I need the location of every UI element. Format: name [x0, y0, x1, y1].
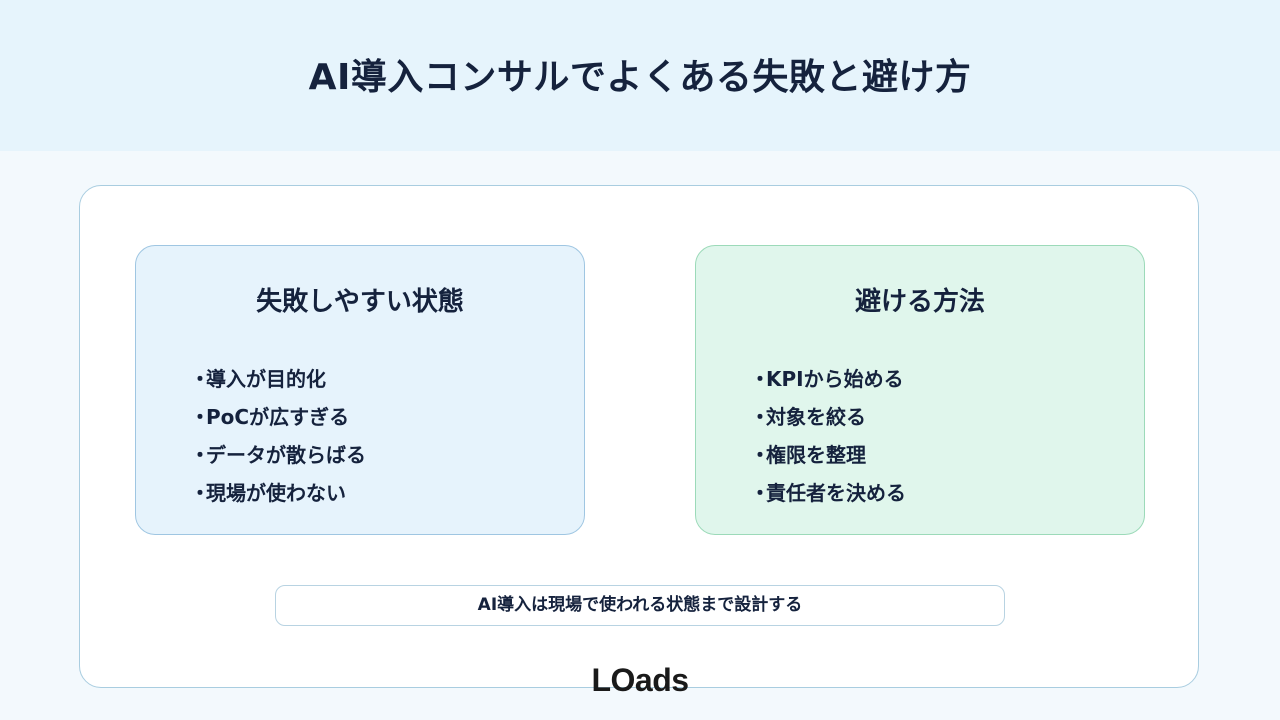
- solution-item-label: 責任者を決める: [766, 481, 906, 505]
- failure-panel: 失敗しやすい状態 ・導入が目的化 ・PoCが広すぎる ・データが散らばる ・現場…: [135, 245, 585, 535]
- list-item: ・権限を整理: [750, 436, 906, 474]
- header-band: [0, 0, 1280, 151]
- failure-panel-title: 失敗しやすい状態: [256, 287, 464, 317]
- list-item: ・責任者を決める: [750, 474, 906, 512]
- bullet-dot: ・: [190, 405, 210, 429]
- list-item: ・KPIから始める: [750, 360, 906, 398]
- solution-list: ・KPIから始める ・対象を絞る ・権限を整理 ・責任者を決める: [750, 360, 906, 512]
- list-item: ・データが散らばる: [190, 436, 366, 474]
- failure-item-label: PoCが広すぎる: [206, 405, 350, 429]
- solution-panel-title: 避ける方法: [854, 287, 985, 317]
- solution-panel: 避ける方法 ・KPIから始める ・対象を絞る ・権限を整理 ・責任者を決める: [695, 245, 1145, 535]
- solution-item-label: KPIから始める: [766, 367, 904, 391]
- loads-logo: LOads: [591, 662, 689, 698]
- list-item: ・PoCが広すぎる: [190, 398, 366, 436]
- bullet-dot: ・: [750, 443, 770, 467]
- failure-item-label: 現場が使わない: [206, 481, 346, 505]
- bullet-dot: ・: [190, 443, 210, 467]
- bullet-dot: ・: [190, 367, 210, 391]
- list-item: ・導入が目的化: [190, 360, 366, 398]
- list-item: ・現場が使わない: [190, 474, 366, 512]
- failure-item-label: 導入が目的化: [206, 367, 326, 391]
- bullet-dot: ・: [750, 367, 770, 391]
- solution-item-label: 対象を絞る: [766, 405, 866, 429]
- failure-list: ・導入が目的化 ・PoCが広すぎる ・データが散らばる ・現場が使わない: [190, 360, 366, 512]
- summary-box: AI導入は現場で使われる状態まで設計する: [275, 585, 1005, 626]
- list-item: ・対象を絞る: [750, 398, 906, 436]
- bullet-dot: ・: [750, 481, 770, 505]
- solution-item-label: 権限を整理: [766, 443, 866, 467]
- bullet-dot: ・: [190, 481, 210, 505]
- failure-item-label: データが散らばる: [206, 443, 366, 467]
- page-title: AI導入コンサルでよくある失敗と避け方: [308, 57, 972, 98]
- bullet-dot: ・: [750, 405, 770, 429]
